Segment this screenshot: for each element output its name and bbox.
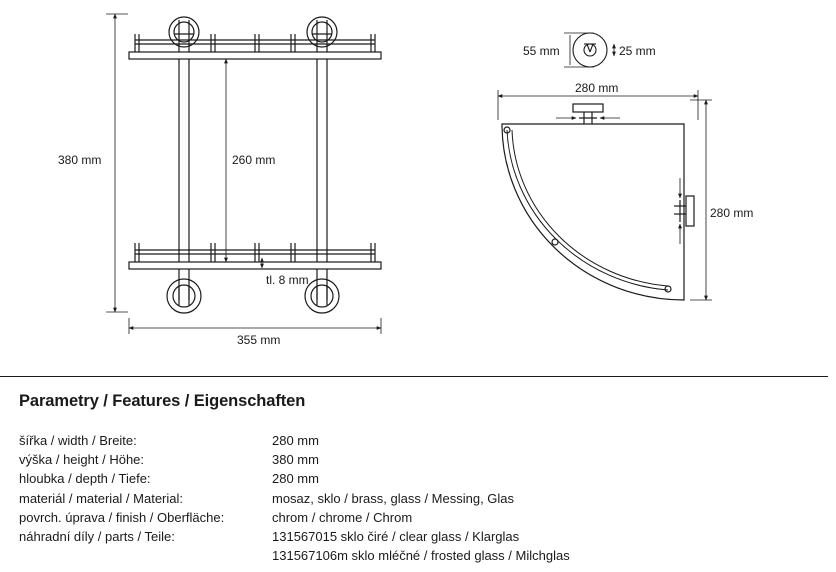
- height-dimension-label: 380 mm: [58, 153, 101, 167]
- plan-dimensions: [497, 90, 712, 301]
- rosette-detail: [564, 32, 616, 68]
- param-label: povrch. úprava / finish / Oberfläche:: [19, 509, 225, 525]
- front-dimensions: [106, 13, 382, 334]
- param-label: výška / height / Höhe:: [19, 452, 145, 468]
- technical-drawing: 380 mm 260 mm tl. 8 mm 355 mm 55 mm 25 m…: [58, 13, 754, 347]
- plan-view: [501, 103, 695, 301]
- front-view: [128, 16, 382, 314]
- plan-depth-label: 280 mm: [710, 206, 753, 220]
- rosette-height-label: 55 mm: [523, 44, 560, 58]
- param-value: mosaz, sklo / brass, glass / Messing, Gl…: [272, 490, 515, 506]
- param-value: chrom / chrome / Chrom: [272, 509, 413, 525]
- param-label: materiál / material / Material:: [19, 490, 183, 506]
- param-value: 280 mm: [272, 471, 319, 487]
- inner-height-dimension-label: 260 mm: [232, 153, 275, 167]
- plan-width-label: 280 mm: [575, 81, 618, 95]
- param-value: 131567106m sklo mléčné / frosted glass /…: [272, 548, 570, 564]
- bottom-wall-mount-right: [304, 278, 340, 314]
- param-label: náhradní díly / parts / Teile:: [19, 528, 175, 544]
- top-wall-mount-left: [168, 16, 200, 48]
- section-title: Parametry / Features / Eigenschaften: [19, 392, 306, 410]
- rosette-diameter-label: 25 mm: [619, 44, 656, 58]
- section-divider: [0, 376, 828, 377]
- param-label: hloubka / depth / Tiefe:: [19, 471, 151, 487]
- param-label: šířka / width / Breite:: [19, 433, 137, 448]
- top-wall-mount-right: [306, 16, 338, 48]
- glass-thickness-label: tl. 8 mm: [266, 273, 309, 287]
- upper-shelf: [128, 33, 382, 60]
- lower-shelf: [128, 243, 382, 270]
- param-value: 131567015 sklo čiré / clear glass / Klar…: [272, 528, 520, 544]
- bottom-wall-mount-left: [166, 278, 202, 314]
- param-value: 280 mm: [272, 433, 319, 448]
- width-dimension-label: 355 mm: [237, 333, 280, 347]
- param-value: 380 mm: [272, 452, 319, 468]
